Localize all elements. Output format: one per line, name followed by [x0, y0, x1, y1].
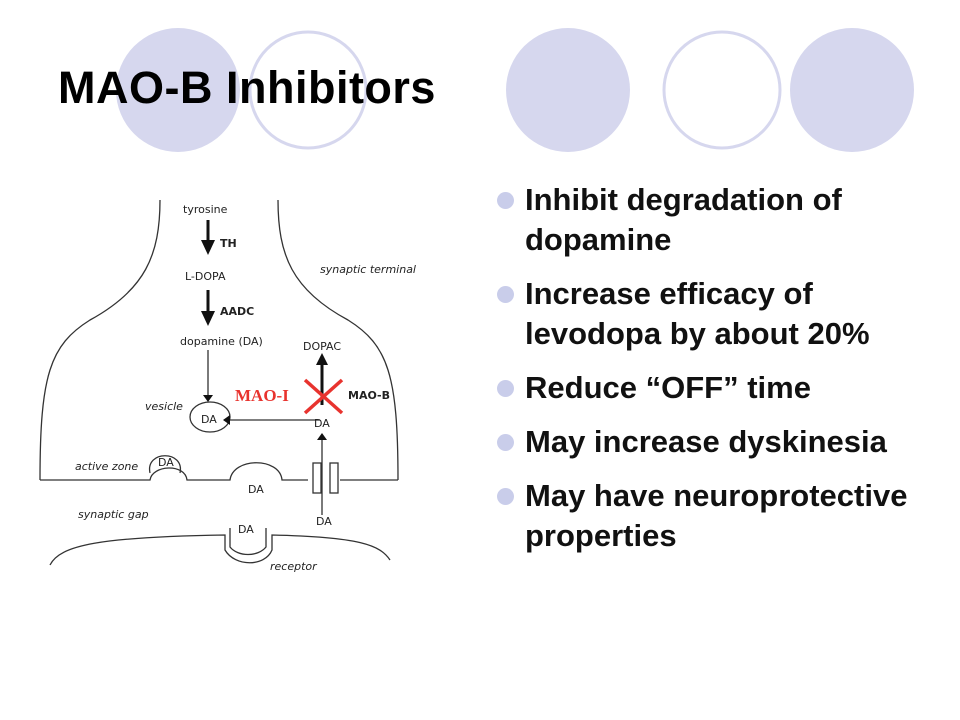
bullet-list: Inhibit degradation of dopamine Increase…: [495, 180, 955, 570]
bullet-text: Inhibit degradation of dopamine: [525, 182, 842, 257]
bullet-text: Increase efficacy of levodopa by about 2…: [525, 276, 870, 351]
label-da-vesicle: DA: [201, 413, 217, 426]
arrow-aadc: [201, 311, 215, 326]
bullet-item: May have neuroprotective properties: [495, 476, 955, 556]
bullet-text: Reduce “OFF” time: [525, 370, 811, 405]
label-da-receptor: DA: [238, 523, 254, 536]
postsynaptic-membrane: [49, 534, 391, 566]
red-x-line-2: [303, 378, 344, 415]
label-synaptic-gap: synaptic gap: [78, 508, 149, 521]
label-synaptic-terminal: synaptic terminal: [320, 263, 416, 276]
bullet-dot-icon: [497, 192, 514, 209]
label-da-cleft: DA: [248, 483, 264, 496]
synapse-diagram: tyrosine TH L-DOPA AADC dopamine (DA) DO…: [39, 199, 416, 573]
bullet-item: Inhibit degradation of dopamine: [495, 180, 955, 260]
bullet-text: May have neuroprotective properties: [525, 478, 908, 553]
label-aadc: AADC: [220, 305, 254, 318]
active-zone-membrane: [40, 462, 308, 481]
label-th: TH: [220, 237, 237, 250]
deco-circle-filled-2: [506, 28, 630, 152]
label-mao-i: MAO-I: [235, 386, 289, 405]
bullet-dot-icon: [497, 380, 514, 397]
transporter-left: [312, 462, 322, 494]
label-receptor: receptor: [270, 560, 318, 573]
decorative-circles: [116, 28, 914, 152]
terminal-outline-right: [277, 199, 399, 481]
bullet-dot-icon: [497, 488, 514, 505]
label-da-transporter: DA: [316, 515, 332, 528]
label-da-active: DA: [158, 456, 174, 469]
slide-title: MAO-B Inhibitors: [58, 62, 436, 113]
bullet-item: May increase dyskinesia: [495, 422, 955, 462]
label-active-zone: active zone: [75, 460, 138, 473]
label-mao-b: MAO-B: [348, 389, 390, 402]
bullet-dot-icon: [497, 434, 514, 451]
arrow-dopac: [316, 353, 328, 365]
label-vesicle: vesicle: [145, 400, 183, 413]
bullet-dot-icon: [497, 286, 514, 303]
label-tyrosine: tyrosine: [183, 203, 228, 216]
deco-circle-filled-3: [790, 28, 914, 152]
deco-circle-filled-1: [116, 28, 240, 152]
bullet-text: May increase dyskinesia: [525, 424, 887, 459]
label-dopamine: dopamine (DA): [180, 335, 263, 348]
receptor-cup: [229, 528, 267, 556]
active-zone-vesicle: [149, 455, 181, 474]
terminal-outline: [39, 199, 161, 481]
label-da-mao: DA: [314, 417, 330, 430]
deco-circle-outline-1: [248, 30, 368, 150]
arrow-th: [201, 240, 215, 255]
deco-circle-outline-2: [662, 30, 782, 150]
transporter-right: [329, 462, 339, 494]
bullet-item: Reduce “OFF” time: [495, 368, 955, 408]
label-dopac: DOPAC: [303, 340, 341, 353]
label-l-dopa: L-DOPA: [185, 270, 226, 283]
bullet-item: Increase efficacy of levodopa by about 2…: [495, 274, 955, 354]
